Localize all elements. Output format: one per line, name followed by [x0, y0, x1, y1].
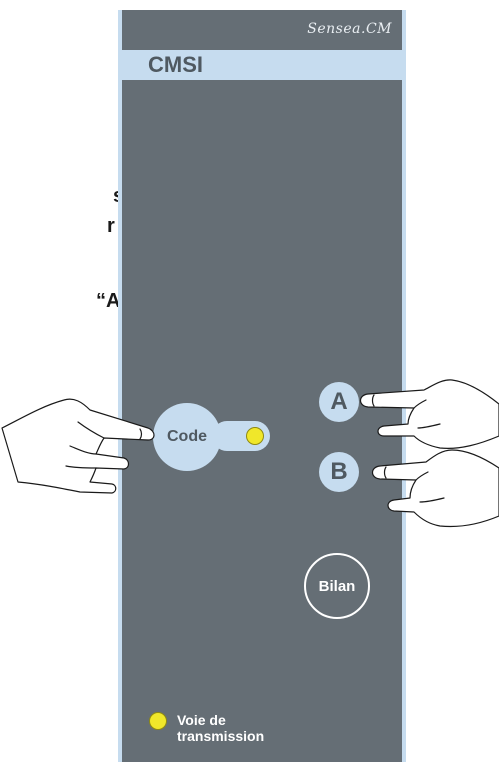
bilan-button[interactable]: Bilan [304, 553, 370, 619]
transmission-label: Voie de transmission [177, 712, 265, 744]
code-button[interactable]: Code [153, 403, 221, 471]
hand-pointing-left-icon [371, 449, 499, 528]
b-button[interactable]: B [319, 452, 359, 492]
code-led-slot [212, 421, 270, 451]
device-panel: Sensea.CM CMSI Code A B Bilan Voie de tr… [118, 10, 406, 762]
a-button[interactable]: A [319, 382, 359, 422]
brand-strip: Sensea.CM [122, 10, 402, 48]
hand-pointing-left-icon [359, 379, 499, 449]
device-title: CMSI [148, 52, 203, 77]
transmission-led-indicator [149, 712, 167, 730]
brand-logo: Sensea.CM [307, 21, 392, 37]
title-band: CMSI [122, 50, 402, 80]
code-led-indicator [246, 427, 264, 445]
hand-pointing-right-icon [1, 398, 155, 494]
